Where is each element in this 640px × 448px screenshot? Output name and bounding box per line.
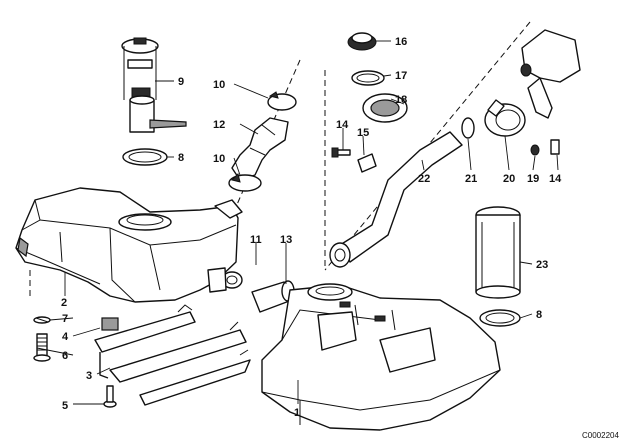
callout-12: 12: [213, 119, 225, 131]
explode-line-left: [214, 59, 301, 256]
callout-22: 22: [418, 173, 430, 185]
retaining-ring: [351, 70, 385, 86]
callout-23: 23: [536, 259, 548, 271]
hose-clamp-lower: [228, 173, 262, 192]
filler-cap: [347, 32, 377, 51]
callout-17: 17: [395, 70, 407, 82]
callout-11: 11: [250, 234, 262, 246]
gasket-ring-lower: [479, 309, 521, 327]
screw-5: [103, 385, 117, 408]
bolt-14-left: [331, 147, 351, 158]
callout-20: 20: [503, 173, 515, 185]
callout-8-upper: 8: [178, 152, 184, 164]
callout-2: 2: [61, 297, 67, 309]
connector-sleeve: [207, 267, 243, 293]
hose-clamp-upper: [267, 91, 297, 111]
leader-lines: [36, 40, 559, 405]
nut-19: [530, 144, 540, 156]
callout-3: 3: [86, 370, 92, 382]
drawing-code: C0002204: [582, 431, 619, 440]
washer-7: [33, 316, 51, 324]
clip-15: [357, 153, 377, 173]
callout-7: 7: [62, 313, 68, 325]
bolt-14-right: [550, 139, 560, 155]
callout-14-left: 14: [336, 119, 349, 131]
fuel-pump-assembly: [121, 37, 187, 133]
callouts: 1 2 3 4 5 6 7 8 8 9 10 10 11 12 13 14 14…: [61, 36, 562, 419]
tank-strap-bracket: [94, 304, 251, 406]
filler-hose: [231, 117, 289, 181]
callout-6: 6: [62, 350, 68, 362]
callout-5: 5: [62, 400, 68, 412]
callout-1: 1: [294, 407, 300, 419]
filler-pipe: [329, 131, 463, 268]
callout-10-upper: 10: [213, 79, 225, 91]
gasket-ring-upper: [122, 148, 168, 166]
callout-13: 13: [280, 234, 292, 246]
strainer-tube: [475, 206, 521, 299]
fuel-tank-main: [261, 283, 501, 431]
callout-15: 15: [357, 127, 369, 139]
callout-8-lower: 8: [536, 309, 542, 321]
bolt-6: [33, 333, 51, 362]
callout-9: 9: [178, 76, 184, 88]
callout-4: 4: [62, 331, 69, 343]
vent-canister: [520, 29, 581, 119]
flange-20: [484, 99, 526, 137]
callout-21: 21: [465, 173, 477, 185]
callout-10-lower: 10: [213, 153, 225, 165]
ring-21: [461, 117, 475, 139]
callout-19: 19: [527, 173, 539, 185]
callout-18: 18: [395, 94, 407, 106]
fuel-tank-left: [15, 187, 243, 303]
callout-16: 16: [395, 36, 407, 48]
callout-14-right: 14: [549, 173, 562, 185]
